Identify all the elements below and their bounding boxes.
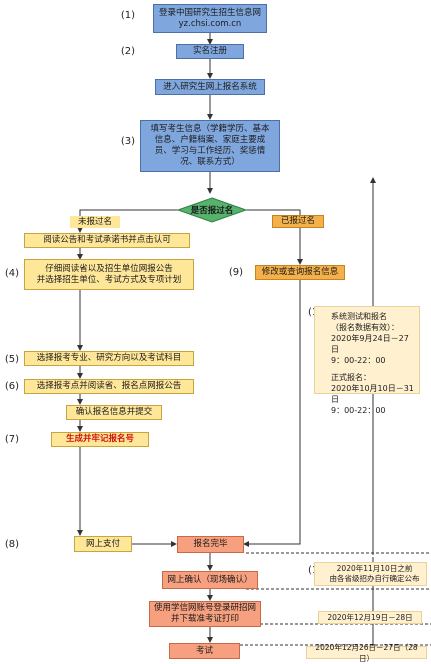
note-signup-date1: 2020年9月24日－27日: [331, 334, 409, 354]
step-number-5: (5): [4, 354, 20, 365]
node-print-ticket-line1: 使用学信网账号登录研招网: [153, 603, 256, 613]
node-done: 报名完毕: [177, 536, 244, 553]
step-number-6: (6): [4, 381, 20, 392]
note-print-dates: 2020年12月19日－28日: [318, 611, 422, 624]
decision-diamond: [176, 197, 248, 223]
step-number-9: (9): [228, 267, 244, 278]
node-pay-online: 网上支付: [74, 536, 132, 552]
node-modify-info: 修改或查询报名信息: [255, 265, 345, 280]
node-exam: 考试: [169, 643, 240, 659]
label-not-registered: 未报过名: [70, 216, 120, 228]
note-formal-title: 正式报名：: [331, 373, 371, 382]
arrow-modify-done: [243, 280, 301, 547]
node-fill-info: 填写考生信息（学籍学历、基本信息、户籍档案、家庭主要成员、学习与工作经历、奖惩情…: [140, 120, 280, 172]
node-enter-system: 进入研究生网上报名系统: [155, 79, 265, 95]
step-number-3: (3): [120, 136, 136, 147]
note-formal-time: 9：00-22：00: [331, 406, 386, 415]
node-read-unit-line2: 并选择招生单位、考试方式及专项计划: [36, 274, 182, 285]
note-confirm-deadline-date: 2020年11月10日之前: [336, 564, 413, 573]
step-number-8: (8): [4, 539, 20, 550]
node-generate-number: 生成并牢记报名号: [51, 432, 149, 447]
note-signup-time1: 9：00-22：00: [331, 356, 386, 365]
node-register: 实名注册: [176, 44, 244, 59]
node-read-unit: 仔细阅读省以及招生单位网报公告 并选择招生单位、考试方式及专项计划: [24, 259, 194, 290]
branch-registered: [246, 209, 303, 265]
step-number-2: (2): [120, 46, 136, 57]
node-online-confirm: 网上确认（现场确认）: [162, 571, 258, 589]
label-registered: 已报过名: [272, 215, 324, 228]
note-signup-subtitle: （报名数据有效）：: [331, 323, 399, 332]
note-confirm-deadline: 2020年11月10日之前 由各省级招办自行确定公布: [314, 562, 427, 586]
node-print-ticket: 使用学信网账号登录研招网 并下载准考证打印: [149, 601, 261, 627]
node-read-unit-line1: 仔细阅读省以及招生单位网报公告: [45, 263, 173, 274]
note-signup-title: 系统测试和报名: [331, 312, 387, 321]
node-login-title: 登录中国研究生招生信息网: [158, 7, 261, 18]
step-number-4: (4): [4, 268, 20, 279]
node-choose-major: 选择报考专业、研究方向以及考试科目: [24, 351, 194, 366]
note-formal-date: 2020年10月10日－31日: [331, 384, 414, 404]
step-number-7: (7): [4, 434, 20, 445]
node-login: 登录中国研究生招生信息网 yz.chsi.com.cn: [153, 4, 267, 33]
node-generate-number-text: 生成并牢记报名号: [65, 434, 134, 444]
note-exam-dates: 2020年12月26日－27日（28日）: [306, 643, 427, 663]
node-confirm-submit: 确认报名信息并提交: [66, 405, 162, 420]
note-confirm-deadline-text: 由各省级招办自行确定公布: [329, 574, 420, 583]
decision-label: 是否报过名: [190, 206, 234, 216]
step-number-1: (1): [120, 10, 136, 21]
note-signup-period: 系统测试和报名 （报名数据有效）： 2020年9月24日－27日 9：00-22…: [314, 306, 420, 415]
node-login-url: yz.chsi.com.cn: [178, 18, 242, 29]
node-print-ticket-line2: 并下载准考证打印: [170, 614, 239, 624]
node-choose-site: 选择报考点并阅读省、报名点网报公告: [24, 379, 194, 394]
node-read-notice: 阅读公告和考试承诺书并点击认可: [24, 233, 190, 248]
